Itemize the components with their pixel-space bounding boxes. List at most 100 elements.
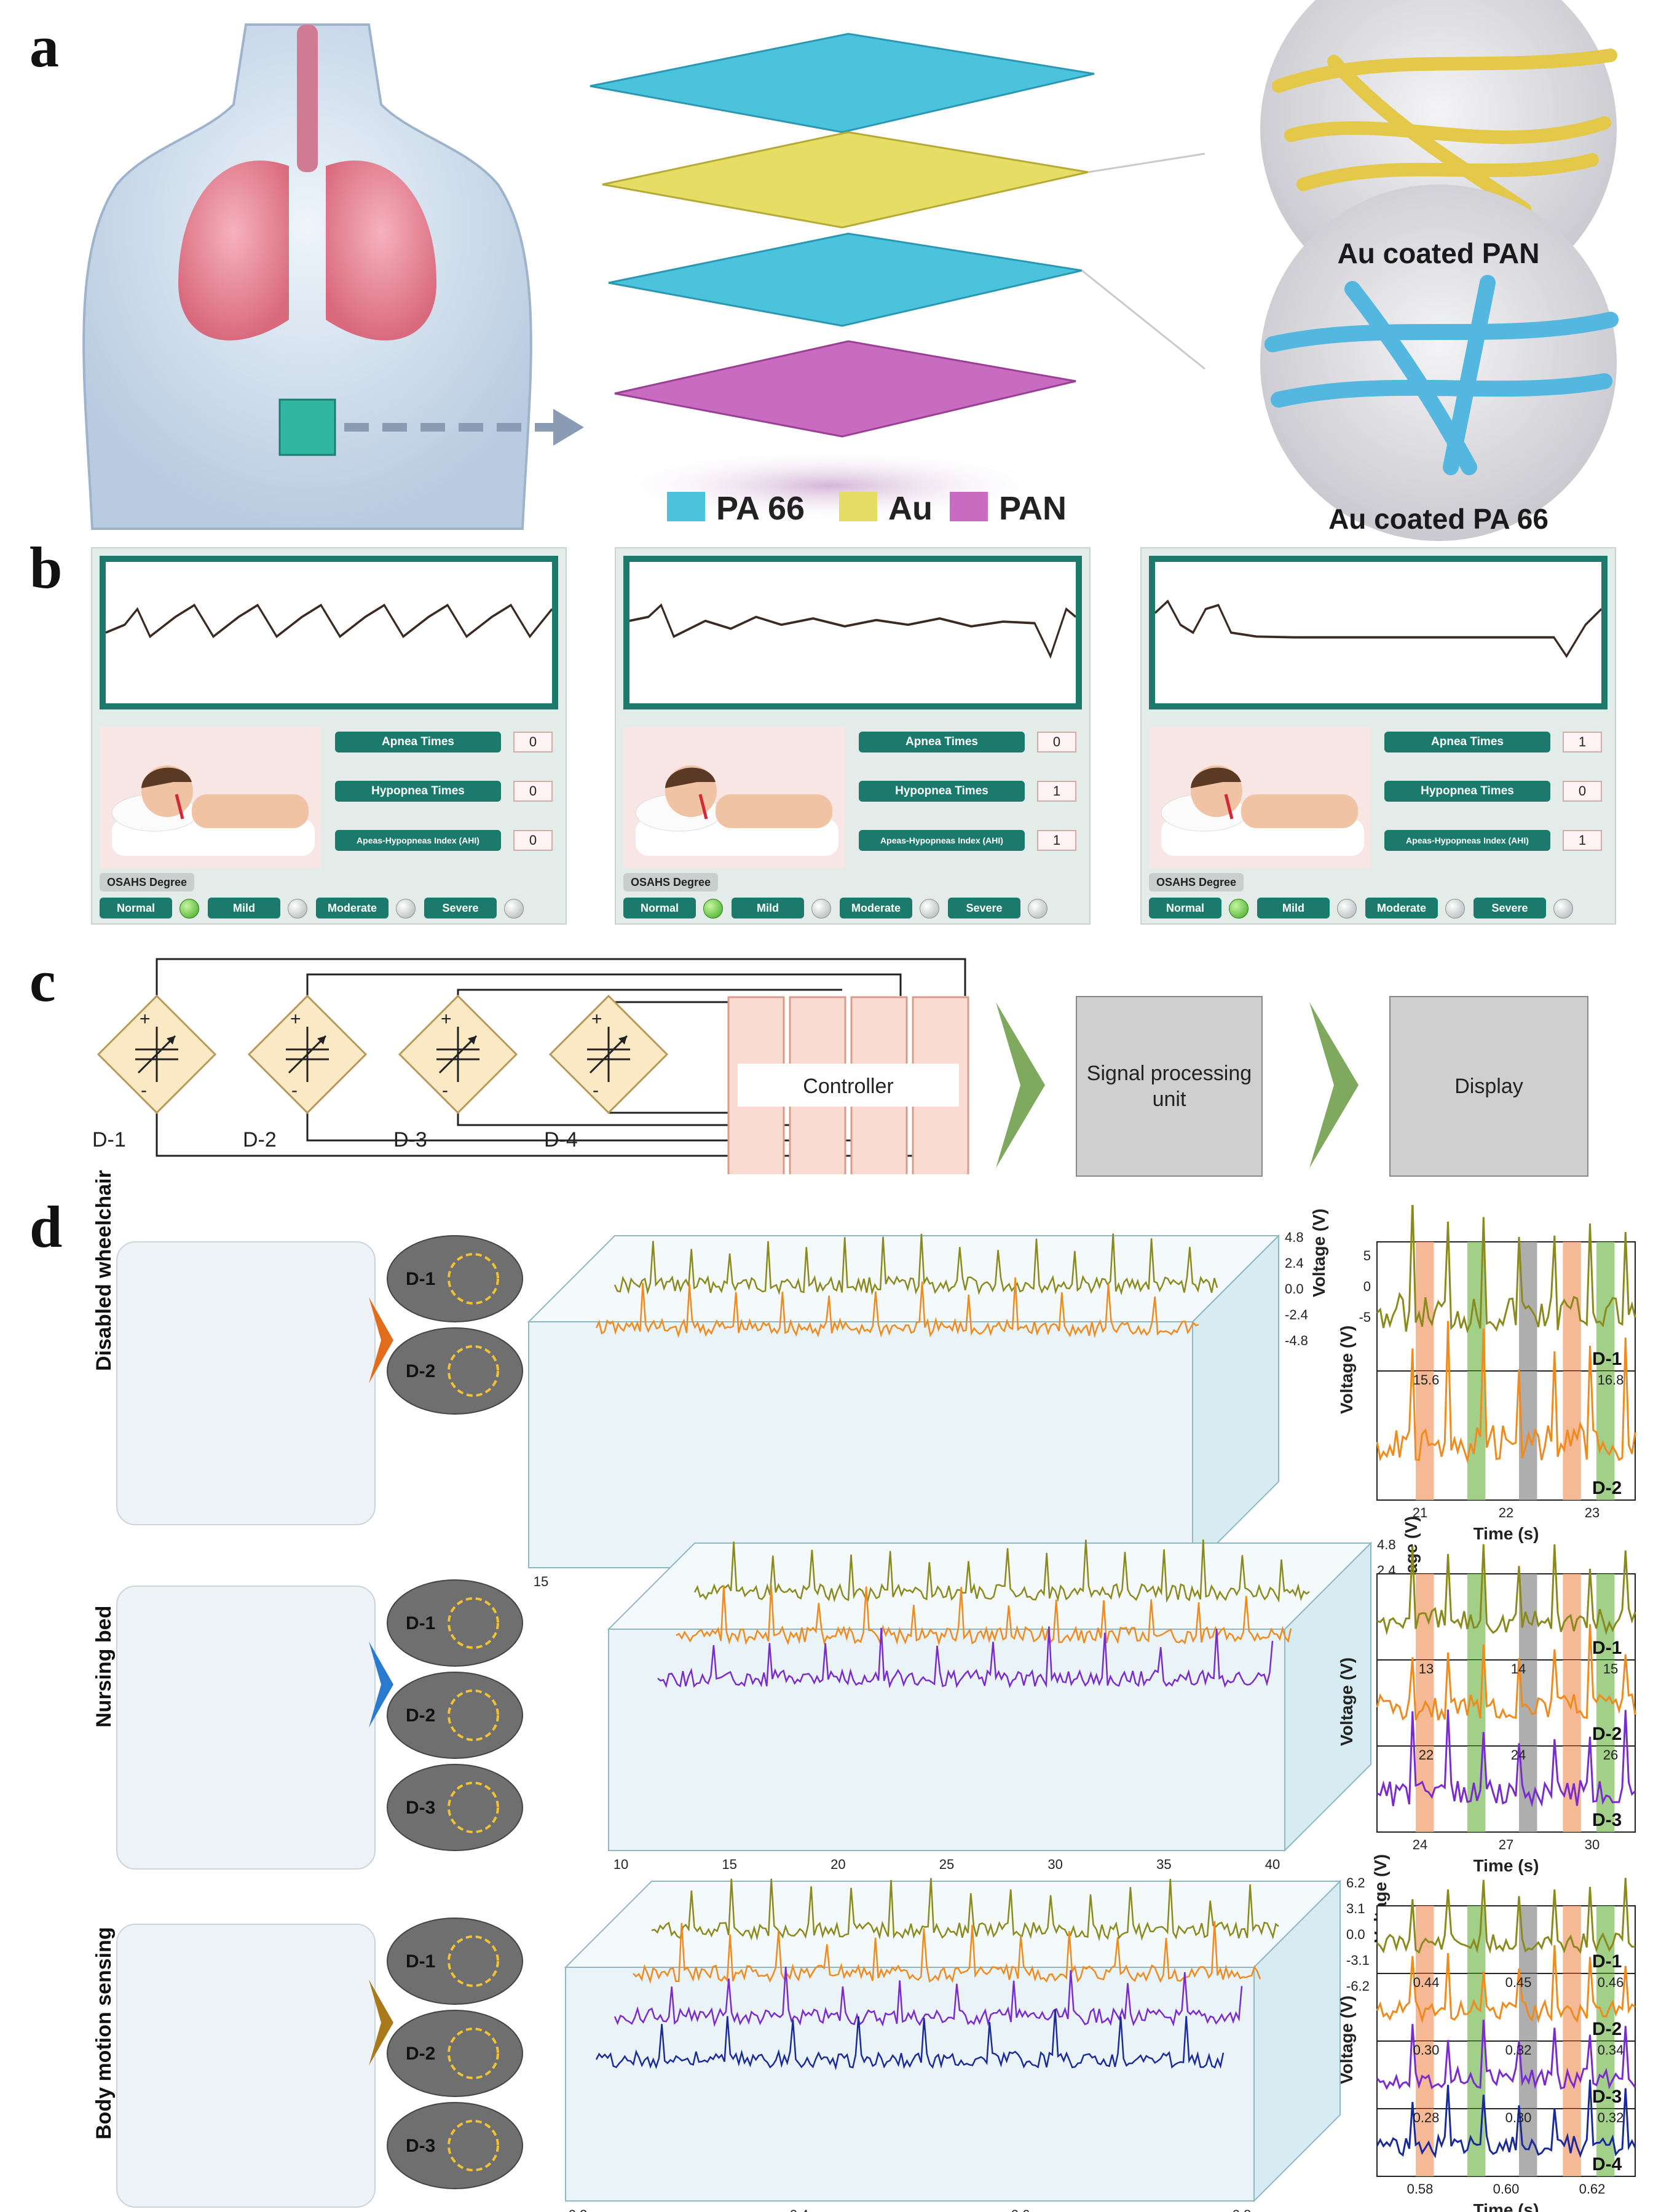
- osahs-degree-title: OSAHS Degree: [100, 873, 195, 891]
- breathing-waveform: [623, 556, 1082, 709]
- panel-d-letter: d: [30, 1194, 63, 1260]
- breathing-waveform: [100, 556, 558, 709]
- degree-normal-label: Normal: [100, 898, 172, 918]
- inset-mid-tick: 0.28: [1413, 2110, 1440, 2125]
- device-photo-1-2: D-2: [387, 1327, 523, 1415]
- ahi-label: Apeas-Hypopneas Index (AHI): [335, 830, 501, 851]
- inset-mid-tick: 0.30: [1505, 2110, 1532, 2125]
- photo-label: D-3: [406, 1798, 435, 1818]
- z-tick: 4.8: [1377, 1537, 1396, 1552]
- inset-mid-tick: 0.32: [1505, 2042, 1532, 2058]
- svg-text:+: +: [441, 1009, 452, 1029]
- x-tick: 35: [1156, 1857, 1171, 1872]
- waveform-series-d4: [595, 2009, 1225, 2071]
- device-photo-3-1: D-1: [387, 1918, 523, 2005]
- flow-chevron-2: [369, 1641, 393, 1728]
- degree-indicator-normal: [180, 899, 199, 918]
- x-tick: 0.2: [569, 2207, 588, 2212]
- z-tick: 2.4: [1285, 1255, 1304, 1271]
- ahi-value: 1: [1563, 830, 1602, 851]
- inset-series-d2: [1376, 1321, 1636, 1464]
- layer-pan: [614, 340, 1076, 438]
- device-label-4: D-4: [544, 1128, 578, 1151]
- inset-device-label: D-1: [1592, 1951, 1622, 1972]
- x-tick: 10: [613, 1857, 628, 1872]
- left-lung: [178, 160, 289, 341]
- z-tick: 6.2: [1346, 1875, 1365, 1890]
- inset-mid-tick: 0.30: [1413, 2042, 1440, 2058]
- osahs-monitor-3: Apnea Times 1 Hypopnea Times 0 Apeas-Hyp…: [1140, 547, 1616, 925]
- flow-chevron-3: [369, 1980, 393, 2066]
- degree-mild-label: Mild: [208, 898, 280, 918]
- inset-mid-tick: 26: [1603, 1747, 1618, 1763]
- inset-mid-tick: 0.46: [1598, 1975, 1624, 1990]
- panel-a-letter: a: [30, 14, 59, 79]
- inset-mid-tick: 0.34: [1598, 2042, 1624, 2058]
- ahi-value: 0: [513, 830, 553, 851]
- sleeping-patient-image: [100, 727, 321, 868]
- device-photo-2-1: D-1: [387, 1579, 523, 1667]
- degree-mild-label: Mild: [732, 898, 804, 918]
- inset-mid-tick: 15.6: [1413, 1372, 1440, 1388]
- hypopnea-times-value: 1: [1037, 781, 1076, 802]
- panel-c-letter: c: [30, 948, 56, 1014]
- waveform-series-d1: [651, 1878, 1279, 1941]
- inset-series-d1: [1376, 1544, 1636, 1636]
- display-box: Display: [1389, 996, 1588, 1177]
- svg-text:-: -: [141, 1080, 147, 1100]
- ahi-label: Apeas-Hypopneas Index (AHI): [859, 830, 1025, 851]
- photo-label: D-2: [406, 1705, 435, 1726]
- right-lung: [326, 160, 436, 341]
- controller-label: Controller: [803, 1075, 893, 1098]
- ahi-label: Apeas-Hypopneas Index (AHI): [1384, 830, 1550, 851]
- inset-series-d4: [1376, 2079, 1636, 2159]
- degree-indicator-mild: [288, 899, 307, 918]
- osahs-monitor-1: Apnea Times 0 Hypopnea Times 0 Apeas-Hyp…: [91, 547, 567, 925]
- inset-mid-tick: 0.45: [1505, 1975, 1532, 1990]
- degree-indicator-moderate: [920, 899, 939, 918]
- inset-time-title: Time (s): [1473, 1856, 1539, 1875]
- waveform-series-d3: [657, 1626, 1274, 1689]
- inset-x-tick: 21: [1413, 1505, 1427, 1520]
- photo-label: D-1: [406, 1951, 435, 1972]
- inset-mid-tick: 15: [1603, 1661, 1618, 1677]
- inset-series-d2: [1376, 1624, 1636, 1721]
- device-label-3: D-3: [393, 1128, 427, 1151]
- inset-device-label: D-2: [1592, 2019, 1622, 2039]
- degree-moderate-label: Moderate: [316, 898, 389, 918]
- inset-x-tick: 30: [1585, 1837, 1600, 1852]
- inset-mid-tick: 0.32: [1598, 2110, 1624, 2125]
- inset-device-label: D-4: [1592, 2154, 1622, 2174]
- inset-mid-tick: 24: [1511, 1747, 1526, 1763]
- osahs-degree-title: OSAHS Degree: [1149, 873, 1244, 891]
- voltage-axis-title: Voltage (V): [1309, 1209, 1328, 1297]
- apnea-times-label: Apnea Times: [335, 732, 501, 752]
- inset-time-title: Time (s): [1473, 1524, 1539, 1543]
- panel-a-figure: Au coated PAN Au coated PA 66 PA 66 Au P…: [82, 0, 1619, 541]
- svg-text:+: +: [591, 1009, 602, 1029]
- inset-time-title: Time (s): [1473, 2200, 1539, 2212]
- degree-indicator-severe: [1553, 899, 1573, 918]
- photo-label: D-2: [406, 1361, 435, 1381]
- inset-y-tick: -5: [1359, 1309, 1371, 1325]
- layer-pa66-top: [590, 33, 1095, 133]
- inset-mid-tick: 16.8: [1598, 1372, 1624, 1388]
- degree-normal-label: Normal: [1149, 898, 1221, 918]
- waveform-series-d3: [613, 1966, 1243, 2028]
- legend-pa66: PA 66: [716, 490, 805, 527]
- legend-au: Au: [888, 490, 933, 527]
- sensor-device-4: + -: [548, 994, 669, 1115]
- inset-x-tick: 0.58: [1407, 2181, 1434, 2197]
- human-torso: [82, 23, 532, 530]
- svg-text:-: -: [442, 1080, 448, 1100]
- inset-series-d1: [1376, 1878, 1636, 1954]
- degree-indicator-severe: [1028, 899, 1047, 918]
- inset-x-tick: 24: [1413, 1837, 1427, 1852]
- svg-text:+: +: [290, 1009, 301, 1029]
- hypopnea-times-value: 0: [1563, 781, 1602, 802]
- inset-x-tick: 0.62: [1579, 2181, 1606, 2197]
